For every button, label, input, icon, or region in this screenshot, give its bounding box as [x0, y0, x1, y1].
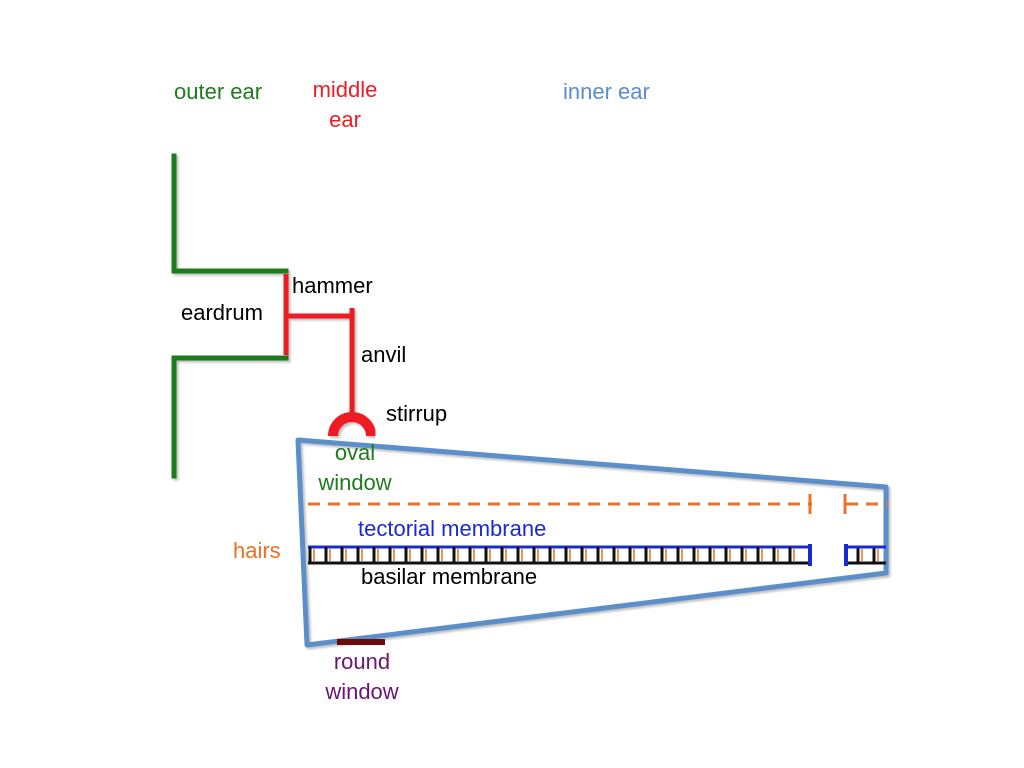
hair-cell-rung [452, 547, 459, 563]
middle-ear-label: middle ear [313, 75, 378, 135]
hair-cell-rung [580, 547, 587, 563]
hair-cell-rung [676, 547, 683, 563]
anvil-label: anvil [361, 342, 407, 367]
hairs-label: hairs [233, 538, 281, 563]
hair-cell-rung [420, 547, 427, 563]
hair-cell-rung [708, 547, 715, 563]
hair-cell-rung [324, 547, 331, 563]
oval-window-label: oval window [318, 438, 391, 498]
hairs-ticks [808, 494, 847, 514]
round-window-label: round window [325, 647, 398, 707]
round-window-label-line1: round [333, 649, 391, 674]
hair-cell-rung [872, 547, 879, 563]
hair-cell-rung [484, 547, 491, 563]
hair-cell-rung [372, 547, 379, 563]
hair-cell-rung [756, 547, 763, 563]
hair-cell-rung [660, 547, 667, 563]
hair-cell-rung [532, 547, 539, 563]
hair-cell-rung [468, 547, 475, 563]
hair-cell-rung [856, 547, 863, 563]
hair-cell-rung [612, 547, 619, 563]
ear-canal-lower-wall [171, 355, 289, 479]
hair-cell-rung [500, 547, 507, 563]
hair-cell-rung [596, 547, 603, 563]
oval-window-label-line1: oval [334, 440, 376, 465]
round-window-label-line2: window [325, 679, 399, 704]
oval-window-label-line2: window [318, 470, 392, 495]
hair-cell-rung [644, 547, 651, 563]
hair-cell-rung [308, 547, 315, 563]
stirrup-bone [328, 412, 376, 437]
hair-cell-rung [388, 547, 395, 563]
eardrum-label: eardrum [181, 300, 263, 325]
basilar-membrane-label: basilar membrane [361, 564, 538, 589]
hair-cell-rung [772, 547, 779, 563]
hair-cell-rung [564, 547, 571, 563]
outer-ear-label: outer ear [174, 79, 263, 104]
middle-ear-label-line1: middle [312, 77, 378, 102]
hair-cell-rung [340, 547, 347, 563]
hair-cell-rung [516, 547, 523, 563]
hair-cell-rung [692, 547, 699, 563]
hair-cell-rung [724, 547, 731, 563]
middle-ear-bones [283, 274, 376, 437]
hair-cell-rung [628, 547, 635, 563]
hair-cell-rung [788, 547, 795, 563]
hair-cell-rung [356, 547, 363, 563]
hammer-label: hammer [292, 273, 373, 298]
tectorial-membrane-label: tectorial membrane [358, 516, 547, 541]
hair-cell-rungs [308, 547, 879, 563]
hair-cell-rung [548, 547, 555, 563]
inner-ear-label: inner ear [563, 79, 650, 104]
outer-ear-canal [171, 153, 289, 479]
hair-cell-rung [740, 547, 747, 563]
ear-canal-upper-wall [171, 153, 289, 274]
membrane-ladder [308, 544, 886, 566]
middle-ear-label-line2: ear [329, 107, 361, 132]
hair-cell-rung [436, 547, 443, 563]
hair-cell-rung [404, 547, 411, 563]
cochlea-outline [295, 437, 889, 648]
stirrup-label: stirrup [386, 401, 448, 426]
